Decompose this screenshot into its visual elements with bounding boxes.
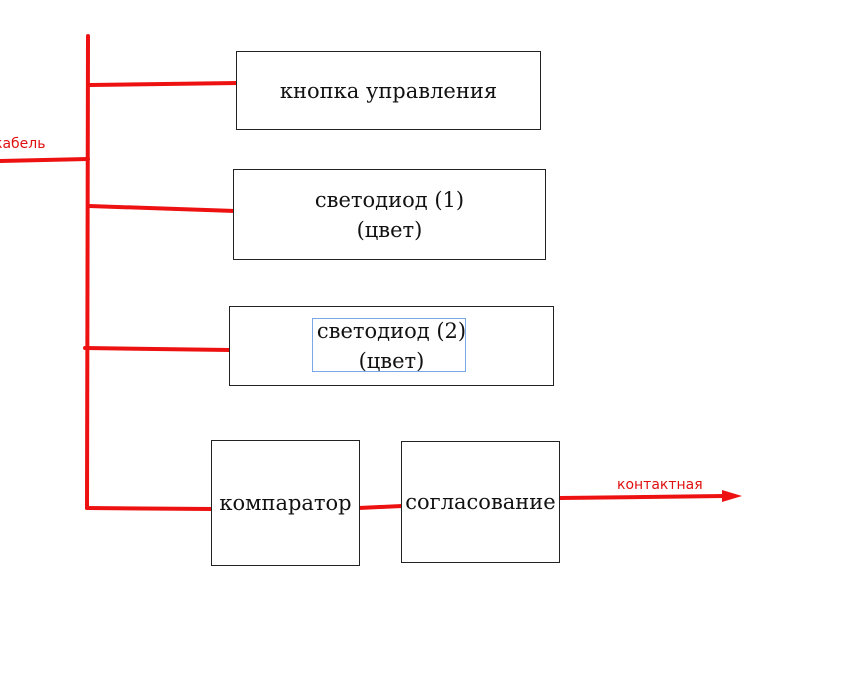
matching-block[interactable]: согласование bbox=[401, 441, 560, 563]
comparator-block[interactable]: компаратор bbox=[211, 440, 360, 566]
block-text-line: (цвет) bbox=[356, 217, 423, 242]
cable-wire bbox=[0, 157, 90, 163]
contact-output-wire bbox=[558, 494, 726, 500]
block-text-line: светодиод (1) bbox=[314, 187, 465, 212]
led2-wire bbox=[83, 346, 232, 352]
block-text-line: компаратор bbox=[219, 491, 352, 515]
output-arrowhead bbox=[722, 490, 742, 502]
control-button-block[interactable]: кнопка управления bbox=[236, 51, 541, 130]
comparator-to-matching-wire bbox=[357, 504, 404, 510]
vertical-bus-wire bbox=[85, 34, 90, 510]
button-wire bbox=[88, 81, 240, 87]
cable-label: кабель bbox=[0, 136, 46, 152]
led-1-block[interactable]: светодиод (1) (цвет) bbox=[233, 169, 546, 260]
contact-label: контактная bbox=[617, 477, 703, 493]
block-text-line: кнопка управления bbox=[279, 78, 498, 103]
block-text-line: (цвет) bbox=[358, 349, 425, 373]
led1-wire bbox=[87, 204, 237, 213]
block-text-line: светодиод (2) bbox=[316, 319, 467, 343]
block-text-line: согласование bbox=[405, 490, 556, 514]
comparator-wire bbox=[85, 506, 214, 511]
led-2-block[interactable]: светодиод (2) (цвет) bbox=[229, 306, 554, 386]
